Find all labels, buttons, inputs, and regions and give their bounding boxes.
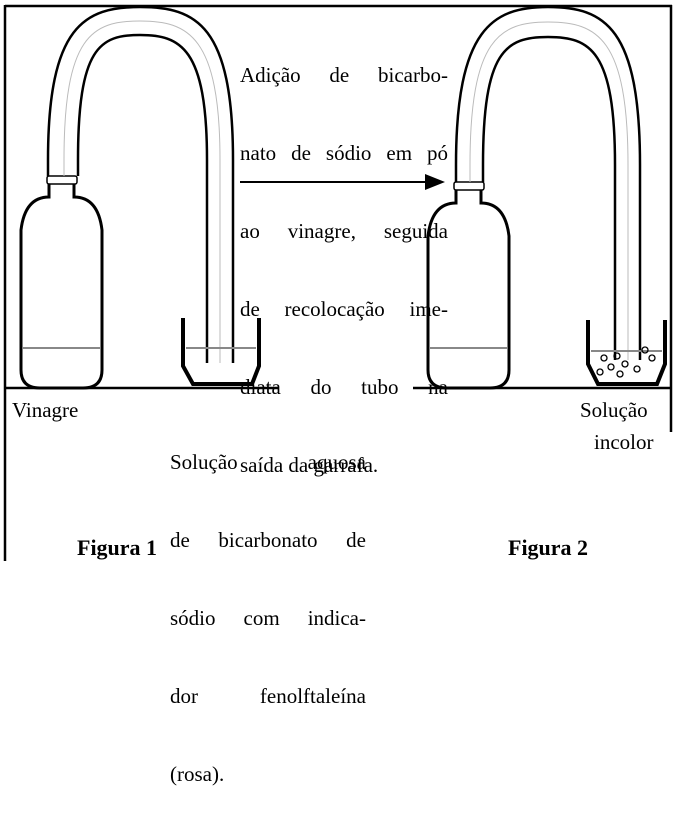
figure2-caption: Figura 2 (508, 535, 589, 560)
figure2-apparatus (413, 5, 671, 390)
arrow-note-line: diata do tubo na (240, 375, 448, 399)
figure2-tube-inner (481, 35, 617, 360)
figure1-tube-core (63, 20, 221, 363)
figure1-tube-connector (46, 175, 78, 185)
bubble (596, 368, 604, 376)
figure1-apparatus (5, 5, 278, 390)
figure1-tube-inner (76, 33, 209, 363)
arrow-note-line: de recolocação ime- (240, 297, 448, 321)
diagram-drawing (3, 4, 673, 561)
figure1-beaker (181, 318, 261, 386)
solution-label-line: sódio com indica- (170, 606, 366, 630)
figure2-beaker (586, 320, 667, 386)
figure2-tube-core (469, 21, 629, 360)
bubble (616, 370, 624, 378)
figure1-tube-outer (46, 5, 235, 363)
arrow-note-line: nato de sódio em pó (240, 141, 448, 165)
bubble (641, 346, 649, 354)
solution-label-line: (rosa). (170, 762, 225, 786)
bubble (648, 354, 656, 362)
arrow-note-line: Adição de bicarbo- (240, 63, 448, 87)
figure2-solution-label-line1: Solução (580, 398, 648, 422)
figure2-tube-outer (454, 5, 642, 360)
bubble (621, 360, 629, 368)
figure2-tube-connector (453, 181, 485, 191)
diagram: Adição de bicarbo- nato de sódio em pó a… (3, 4, 673, 786)
solution-label-line: Solução aquosa (170, 450, 366, 474)
vinegar-bottle (19, 183, 104, 390)
figure1-solution-label: Solução aquosa de bicarbonato de sódio c… (170, 397, 366, 839)
figure2-solution-label-line2: incolor (594, 430, 654, 454)
arrow-note-line: ao vinagre, seguida (240, 219, 448, 243)
bubble (613, 352, 621, 360)
solution-label-line: dor fenolftaleína (170, 684, 366, 708)
bubble (607, 363, 615, 371)
arrow-note: Adição de bicarbo- nato de sódio em pó a… (240, 10, 448, 530)
arrow-head (425, 174, 445, 190)
bubble (600, 354, 608, 362)
gas-bubbles (596, 346, 656, 378)
bubble (633, 365, 641, 373)
figure2-bottle (426, 190, 511, 390)
figure1-caption: Figura 1 (77, 535, 158, 560)
solution-label-line: de bicarbonato de (170, 528, 366, 552)
process-arrow (240, 174, 445, 190)
vinegar-label: Vinagre (12, 398, 79, 422)
arrow-note-line: saída da garrafa. (240, 453, 379, 477)
